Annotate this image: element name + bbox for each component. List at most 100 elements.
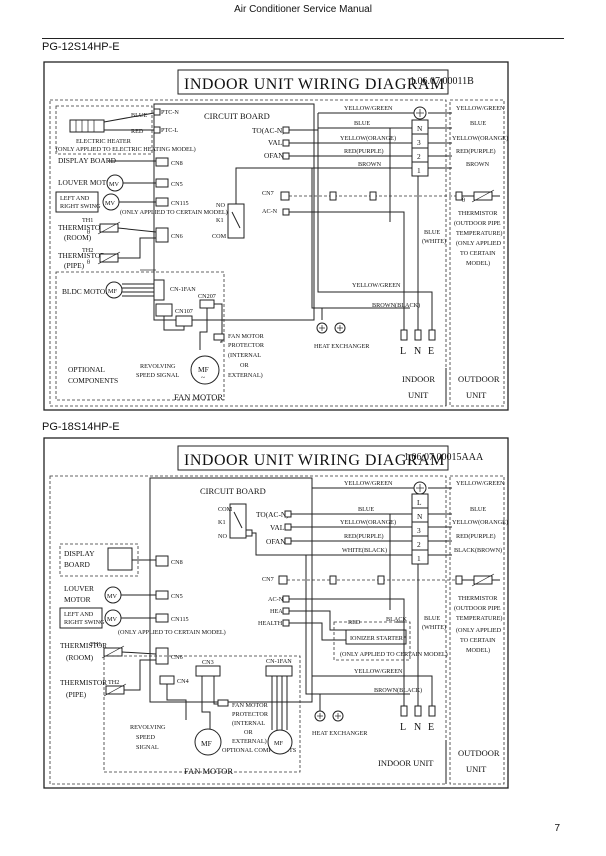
- tb-3-1: 3: [417, 138, 421, 147]
- bldc-motor-label: BLDC MOTOR: [62, 287, 110, 296]
- heat-ex-label-2: HEAT EXCHANGER: [312, 730, 368, 737]
- electric-heater-note: (ONLY APPLIED TO ELECTRIC HEATING MODEL): [56, 146, 196, 153]
- othm-2c: TEMPERATURE): [456, 615, 502, 622]
- tb-2-1: 2: [417, 152, 421, 161]
- blue-white-2b: (WHITE): [422, 624, 446, 631]
- cn115-label-2: CN115: [171, 616, 189, 623]
- hea-terminal-2: [282, 607, 290, 615]
- lne-n-terminal-2: [414, 705, 422, 717]
- outdoor-unit-label-2a: OUTDOOR: [458, 748, 500, 758]
- fan-protector-1: [213, 333, 225, 341]
- health-label-2: HEALTH: [258, 620, 283, 627]
- tb-n-2: N: [417, 512, 423, 521]
- wire-yg2-1: YELLOW/GREEN: [352, 282, 401, 289]
- fan-prot-label-1e: EXTERNAL): [228, 372, 263, 379]
- diagram-1-frame: [43, 61, 509, 411]
- hea-label-2: HEA: [270, 608, 283, 615]
- othm-2b: (OUTDOOR PIPE: [454, 605, 501, 612]
- cn107-connector-b: [175, 315, 193, 327]
- cn1fan-connector-2: [265, 665, 293, 677]
- to-acn-terminal-2: [284, 510, 292, 518]
- swing-mv-1: MV: [105, 200, 116, 207]
- lne-n-2: N: [414, 722, 421, 733]
- therm-room-label-2a: THERMISTOR: [60, 641, 107, 650]
- cn7-label-1: CN7: [262, 190, 274, 197]
- fan-motor-label-2: FAN MOTOR: [184, 766, 233, 776]
- wire-blue-2: BLUE: [358, 506, 374, 513]
- diagram-2-title-box: [177, 445, 449, 471]
- ionizer-black-label: BLACK: [386, 616, 408, 623]
- indoor-unit-label-2: INDOOR UNIT: [378, 758, 434, 768]
- swing-box-2: [59, 607, 103, 629]
- relay-k1-2: [229, 503, 247, 539]
- lne-n-1: N: [414, 346, 421, 357]
- swing-label-2b: RIGHT SWING: [64, 619, 105, 626]
- fan-motor-mf-1: MF: [198, 365, 209, 374]
- cn4-label: CN4: [177, 678, 189, 685]
- theta-th2-1: θ: [87, 259, 90, 266]
- therm-pipe-label-1a: THERMISTOR: [58, 251, 105, 260]
- blue-white-2a: BLUE: [424, 615, 440, 622]
- page-number: 7: [554, 823, 560, 834]
- diagram-2-title: INDOOR UNIT WIRING DIAGRAM: [184, 452, 445, 469]
- optional-label-1a: OPTIONAL: [68, 365, 105, 374]
- ofan-label-2: OFAN: [266, 537, 286, 546]
- cn115-connector-2: [155, 613, 169, 623]
- rev-label-2a: REVOLVING: [130, 724, 166, 731]
- lne-l-2: L: [400, 722, 406, 733]
- to-acn-terminal-1: [282, 126, 290, 134]
- therm-pipe-label-2a: THERMISTOR: [60, 678, 107, 687]
- cn1fan-connector-1: [153, 279, 165, 301]
- lne-l-1: L: [400, 346, 406, 357]
- fan-prot-label-2b: PROTECTOR: [232, 711, 269, 718]
- manual-header: Air Conditioner Service Manual: [234, 4, 372, 15]
- terminal-block-2: [411, 493, 429, 565]
- indoor-unit-label-1a: INDOOR: [402, 374, 435, 384]
- display-label-2a: DISPLAY: [64, 549, 95, 558]
- othm-1a: THERMISTOR: [458, 210, 498, 217]
- cn3-connector: [195, 665, 221, 677]
- acn-terminal-2: [282, 595, 290, 603]
- diagram-2: INDOOR UNIT WIRING DIAGRAM 1.06.07.00015…: [43, 437, 509, 789]
- fan-prot-label-2c: (INTERNAL: [232, 720, 265, 727]
- cn8-label-2: CN8: [171, 559, 183, 566]
- outdoor-yo-1: YELLOW(ORANGE): [452, 135, 508, 142]
- cn5-connector-1: [155, 178, 169, 188]
- wire-blue-1: BLUE: [354, 120, 370, 127]
- swing-note-2: (ONLY APPLIED TO CERTAIN MODEL): [118, 629, 226, 636]
- display-board-label-1: DISPLAY BOARD: [58, 156, 117, 165]
- wire-brown-black-2: BROWN(BLACK): [374, 687, 422, 694]
- cn107-label: CN107: [175, 308, 193, 315]
- relay-com-label-1: COM: [212, 233, 227, 240]
- relay-no-label-1: NO: [216, 202, 225, 209]
- othm-1d: (ONLY APPLIED: [456, 240, 502, 247]
- wire-rp-2: RED(PURPLE): [344, 533, 384, 540]
- diagram-2-code: 1.06.07.00015AAA: [404, 452, 484, 463]
- fan-prot-label-2d: OR: [244, 729, 253, 736]
- relay-com-label-2: COM: [218, 506, 233, 513]
- cn7-connector-2: [278, 575, 288, 585]
- model-label-2: PG-18S14HP-E: [42, 421, 120, 433]
- othm-2d: (ONLY APPLIED: [456, 627, 502, 634]
- rev-label-2c: SIGNAL: [136, 744, 159, 751]
- indoor-unit-label-1b: UNIT: [408, 390, 429, 400]
- louver-label-2a: LOUVER: [64, 584, 94, 593]
- ionizer-label: IONIZER STARTER: [350, 635, 404, 642]
- cn5-connector-2: [155, 590, 169, 600]
- val-terminal-1: [282, 139, 290, 147]
- rev-label-2b: SPEED: [136, 734, 155, 741]
- outdoor-rp-1: RED(PURPLE): [456, 148, 496, 155]
- ptc-n-connector: [153, 108, 161, 116]
- relay-no-label-2: NO: [218, 533, 227, 540]
- cn3-label: CN3: [202, 659, 214, 666]
- lne-e-terminal-1: [428, 329, 436, 341]
- circuit-board-label-2: CIRCUIT BOARD: [200, 486, 266, 496]
- theta-out-1: θ: [462, 197, 465, 204]
- wire-wb-2: WHITE(BLACK): [342, 547, 387, 554]
- wire-yg2-2: YELLOW/GREEN: [354, 668, 403, 675]
- othm-1c: TEMPERATURE): [456, 230, 502, 237]
- therm-room-label-1a: THERMISTOR: [58, 223, 105, 232]
- othm-2e: TO CERTAIN: [460, 637, 496, 644]
- outdoor-yg-2: YELLOW/GREEN: [456, 480, 505, 487]
- cn5-label-2: CN5: [171, 593, 183, 600]
